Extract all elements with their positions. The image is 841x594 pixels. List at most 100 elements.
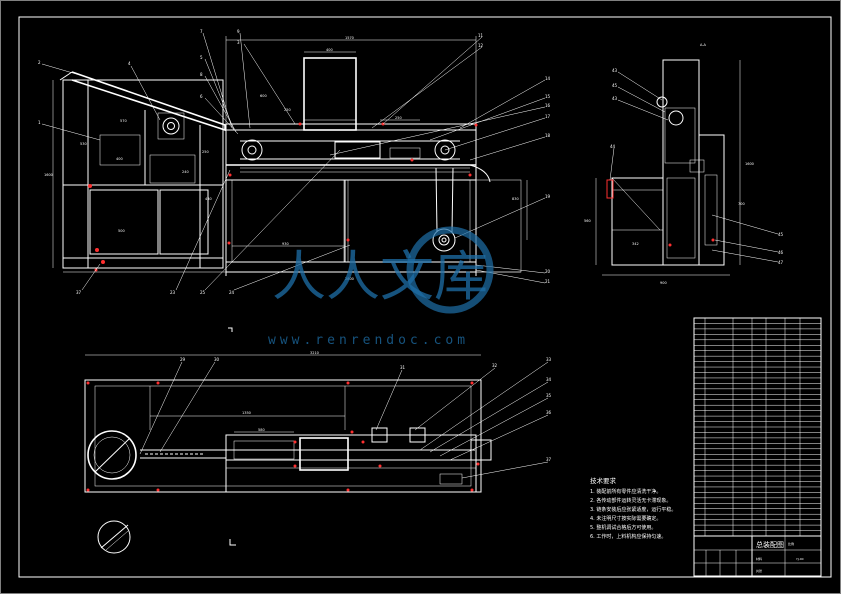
svg-text:6: 6 bbox=[200, 94, 203, 99]
tech-req-title: 技术要求 bbox=[590, 476, 617, 485]
plan-markers bbox=[86, 381, 480, 492]
dim-left-e: 240 bbox=[182, 170, 189, 174]
drawing-code: YJ-00 bbox=[796, 557, 804, 561]
dim-overall-top: 1570 bbox=[345, 36, 354, 40]
side-dim-width: 900 bbox=[660, 281, 667, 285]
svg-text:14: 14 bbox=[545, 76, 551, 81]
plan-dim-overall: 3210 bbox=[310, 351, 319, 355]
svg-text:2. 各传动部件运转灵活无卡滞现象。: 2. 各传动部件运转灵活无卡滞现象。 bbox=[590, 497, 671, 504]
material-label: 材料 bbox=[756, 556, 762, 561]
svg-text:46: 46 bbox=[778, 250, 784, 255]
inclined-chute bbox=[71, 71, 226, 132]
svg-text:45: 45 bbox=[612, 83, 618, 88]
svg-text:23: 23 bbox=[170, 290, 176, 295]
svg-text:4: 4 bbox=[128, 61, 131, 66]
right-sprocket bbox=[434, 139, 456, 161]
svg-text:30: 30 bbox=[214, 357, 220, 362]
svg-text:2: 2 bbox=[38, 60, 41, 65]
svg-text:37: 37 bbox=[546, 457, 552, 462]
svg-text:20: 20 bbox=[545, 269, 551, 274]
drawing-name: 总装配图 bbox=[756, 540, 784, 549]
dim-right-v: 830 bbox=[512, 197, 519, 201]
svg-text:24: 24 bbox=[229, 290, 235, 295]
side-view-label: A-A bbox=[700, 43, 707, 47]
side-dim-inner: 700 bbox=[738, 202, 745, 206]
title-block: 总装配图 比例 材料 共张 YJ-00 bbox=[693, 535, 822, 577]
technical-requirements: 技术要求 1. 装配前所有零件应清洗干净。 2. 各传动部件运转灵活无卡滞现象。… bbox=[590, 476, 676, 540]
top-hopper bbox=[303, 57, 357, 131]
dim-left-a: 570 bbox=[120, 119, 127, 123]
svg-text:32: 32 bbox=[492, 363, 498, 368]
svg-text:35: 35 bbox=[546, 393, 552, 398]
dim-height-total: 1600 bbox=[44, 173, 53, 177]
dim-right-h: 600 bbox=[260, 94, 267, 98]
watermark-url: www.renrendoc.com bbox=[268, 333, 469, 348]
inner-frame bbox=[18, 16, 832, 578]
left-sprocket bbox=[241, 139, 263, 161]
front-view-callouts: 2 1 4 7 5 8 6 9 3 bbox=[38, 29, 296, 141]
svg-text:3. 链条安装后应张紧适度，运行平稳。: 3. 链条安装后应张紧适度，运行平稳。 bbox=[590, 506, 676, 513]
dim-left-d: 250 bbox=[202, 150, 209, 154]
sheet-label: 共张 bbox=[756, 568, 762, 573]
svg-text:11: 11 bbox=[478, 33, 484, 38]
dim-hopper: 400 bbox=[326, 48, 333, 52]
plan-view-callouts: 29 30 31 32 33 34 35 36 37 bbox=[139, 357, 552, 479]
conveyor-chain bbox=[240, 140, 470, 173]
dim-left-b: 530 bbox=[80, 142, 87, 146]
side-dim-height: 1600 bbox=[745, 162, 754, 166]
svg-text:7: 7 bbox=[200, 29, 203, 34]
svg-text:17: 17 bbox=[545, 114, 551, 119]
svg-text:6. 工作时，上料机构应保持匀速。: 6. 工作时，上料机构应保持匀速。 bbox=[590, 533, 666, 540]
svg-text:9: 9 bbox=[237, 29, 240, 34]
svg-text:43: 43 bbox=[612, 68, 618, 73]
detail-circle bbox=[97, 520, 131, 554]
plan-turntable bbox=[87, 430, 137, 480]
front-view: 1570 400 250 930 2800 570 530 400 250 24… bbox=[38, 29, 551, 295]
side-dim-small: 342 bbox=[632, 242, 639, 246]
svg-text:1. 装配前所有零件应清洗干净。: 1. 装配前所有零件应清洗干净。 bbox=[590, 488, 661, 495]
svg-text:1: 1 bbox=[38, 120, 41, 125]
svg-text:19: 19 bbox=[545, 194, 551, 199]
svg-text:29: 29 bbox=[180, 357, 186, 362]
front-view-callouts-right: 11 12 14 15 16 17 18 19 20 21 bbox=[329, 33, 551, 284]
svg-text:3: 3 bbox=[237, 40, 240, 45]
svg-text:12: 12 bbox=[478, 43, 484, 48]
watermark-brand: 人人文库 bbox=[272, 245, 488, 308]
svg-text:44: 44 bbox=[610, 144, 616, 149]
dim-left-g: 480 bbox=[205, 197, 212, 201]
side-view-callouts: 43 45 43 44 45 46 47 bbox=[609, 68, 784, 265]
plan-dim-block: 580 bbox=[258, 428, 265, 432]
side-dim-left: 560 bbox=[584, 219, 591, 223]
svg-text:21: 21 bbox=[545, 279, 551, 284]
dim-mid-top: 250 bbox=[395, 116, 402, 120]
dim-mid-bottom: 930 bbox=[282, 242, 289, 246]
dim-overall-width: 2800 bbox=[345, 277, 354, 281]
scale-label: 比例 bbox=[788, 541, 794, 546]
svg-text:31: 31 bbox=[400, 365, 406, 370]
watermark: 人人文库 www.renrendoc.com bbox=[268, 226, 494, 348]
svg-text:34: 34 bbox=[546, 377, 552, 382]
svg-text:18: 18 bbox=[545, 133, 551, 138]
svg-text:5: 5 bbox=[200, 55, 203, 60]
svg-text:4. 未注明尺寸按实际需要确定。: 4. 未注明尺寸按实际需要确定。 bbox=[590, 515, 661, 522]
dim-small: 250 bbox=[284, 108, 291, 112]
left-drive-pulley bbox=[162, 117, 180, 135]
plan-dim-mid: 1350 bbox=[242, 411, 251, 415]
parts-list-table bbox=[693, 317, 822, 537]
svg-text:15: 15 bbox=[545, 94, 551, 99]
left-feeder-frame bbox=[62, 79, 224, 269]
svg-text:33: 33 bbox=[546, 357, 552, 362]
dim-left-f: 500 bbox=[118, 229, 125, 233]
svg-text:37: 37 bbox=[76, 290, 82, 295]
svg-text:8: 8 bbox=[200, 72, 203, 77]
svg-text:43: 43 bbox=[612, 96, 618, 101]
svg-text:47: 47 bbox=[778, 260, 784, 265]
svg-text:36: 36 bbox=[546, 410, 552, 415]
front-view-callouts-bottom: 37 23 25 24 bbox=[76, 149, 351, 295]
dim-left-c: 400 bbox=[116, 157, 123, 161]
plan-view: 3210 1350 580 29 30 31 32 33 34 35 36 37 bbox=[84, 327, 552, 554]
svg-text:5. 整机调试合格后方可使用。: 5. 整机调试合格后方可使用。 bbox=[590, 524, 656, 531]
svg-text:45: 45 bbox=[778, 232, 784, 237]
svg-text:25: 25 bbox=[200, 290, 206, 295]
